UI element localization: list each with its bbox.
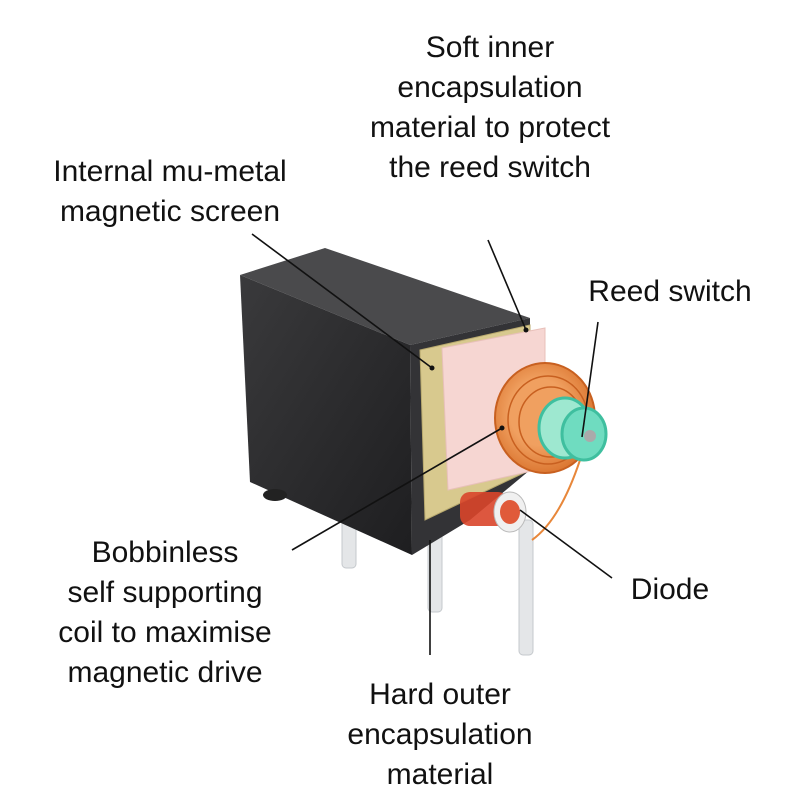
- label-reed-switch: Reed switch: [588, 275, 752, 308]
- label-soft-inner-encapsulation: Soft inner encapsulation material to pro…: [369, 31, 611, 184]
- label-bobbinless-coil: Bobbinless self supporting coil to maxim…: [58, 536, 272, 689]
- label-diode: Diode: [630, 573, 710, 606]
- diode: [460, 491, 527, 533]
- label-hard-outer-encapsulation: Hard outer encapsulation material: [347, 678, 533, 791]
- label-mu-metal-screen: Internal mu-metal magnetic screen: [53, 155, 287, 228]
- leader-lines: [251, 233, 613, 655]
- reed-switch: [537, 396, 608, 462]
